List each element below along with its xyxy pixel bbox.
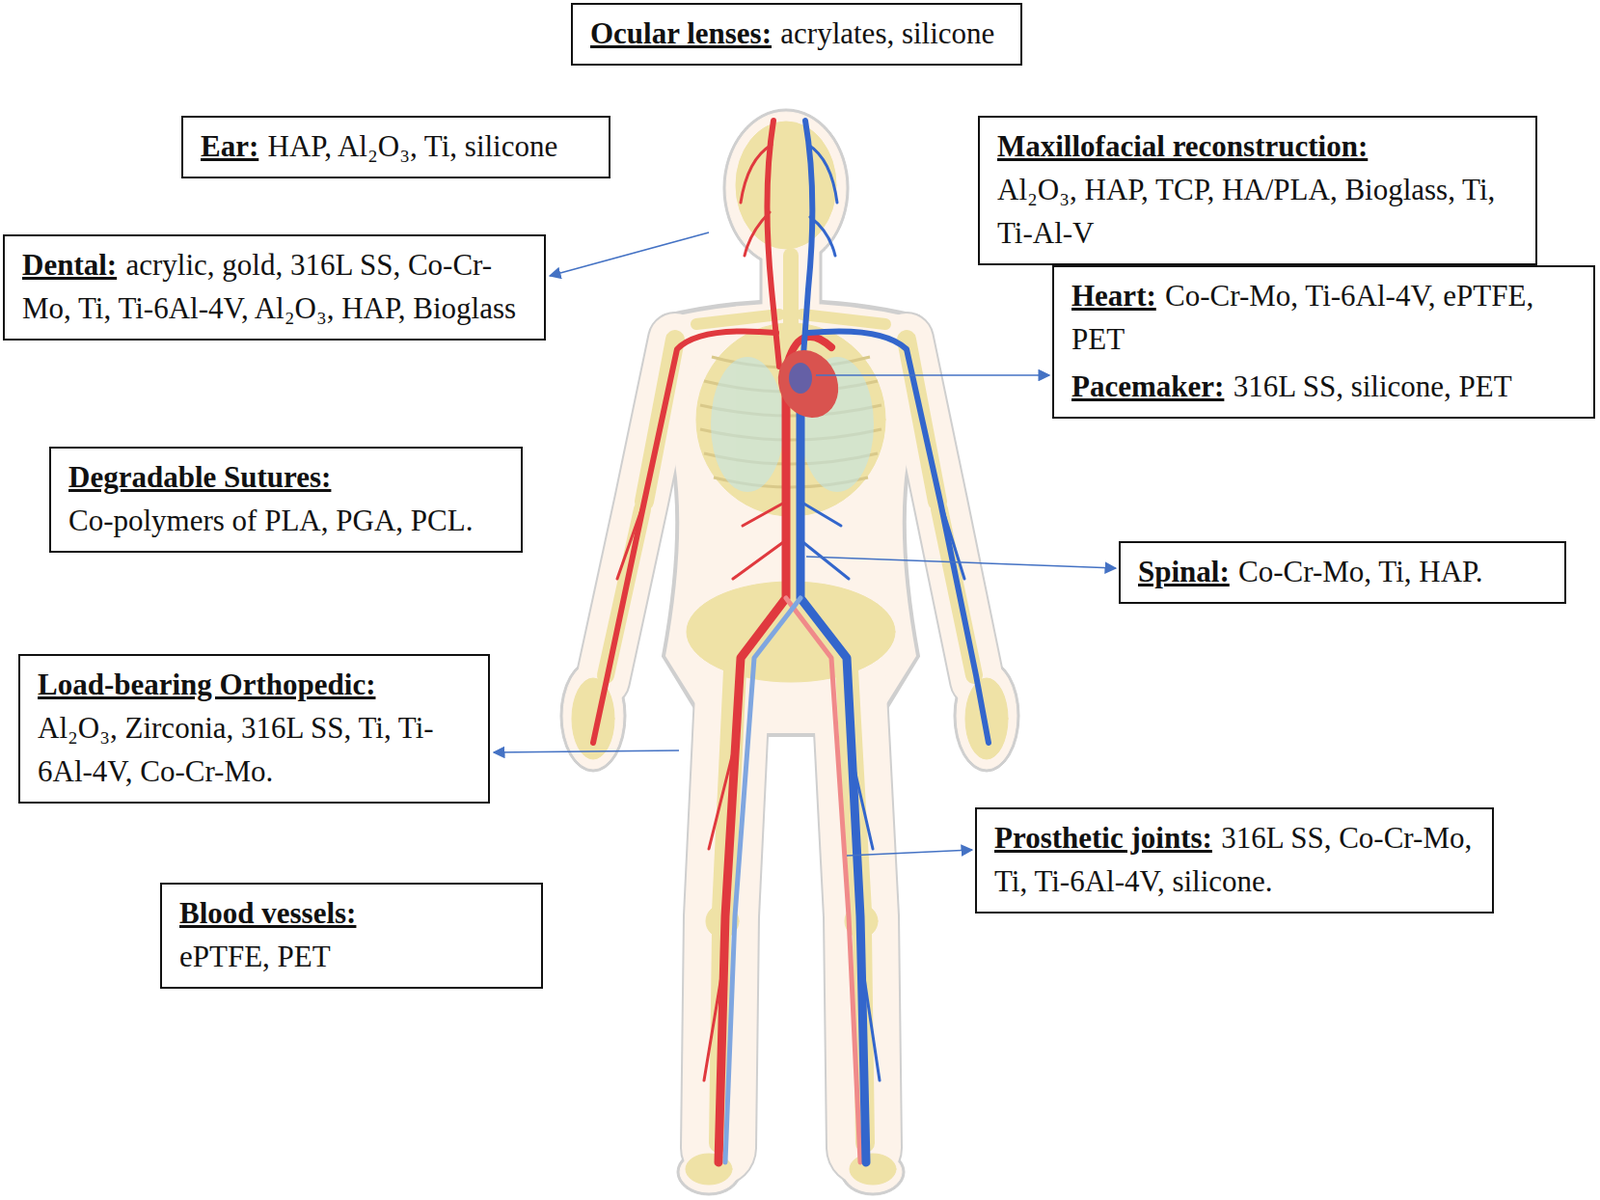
box-heading: Ear: [200,129,259,163]
material-list: acrylates, silicone [780,16,995,51]
leader-arrows [493,232,1116,856]
body-outline [560,108,1020,1195]
heart-organ [767,340,850,429]
text-group: Prosthetic joints:316L SS, Co-Cr-Mo, Ti,… [994,816,1475,904]
box-heading: Spinal: [1138,554,1230,589]
box-heading: Maxillofacial reconstruction: [997,125,1519,169]
body-skin [563,111,1017,1193]
box-heading: Blood vessels: [179,892,524,936]
box-heading: Load-bearing Orthopedic: [37,663,471,707]
text-group: Dental:acrylic, gold, 316L SS, Co-Cr-Mo,… [22,244,527,331]
box-heading: Prosthetic joints: [994,820,1213,855]
material-box: Ocular lenses:acrylates, silicone [570,2,1023,66]
material-box: Ear: HAP, Al₂O₃, Ti, silicone [181,115,611,179]
text-group: Ear: HAP, Al₂O₃, Ti, silicone [200,125,592,169]
text-group: Heart:Co-Cr-Mo, Ti-6Al-4V, ePTFE, PET [1071,274,1576,362]
text-group: Ocular lenses:acrylates, silicone [590,12,1004,56]
material-box: Dental:acrylic, gold, 316L SS, Co-Cr-Mo,… [2,234,546,341]
material-box: Maxillofacial reconstruction:Al₂O₃, HAP,… [977,115,1538,266]
material-box: Prosthetic joints:316L SS, Co-Cr-Mo, Ti,… [975,807,1494,914]
material-box: Degradable Sutures:Co-polymers of PLA, P… [49,446,523,553]
arteries [593,120,861,1163]
material-box: Spinal:Co-Cr-Mo, Ti, HAP. [1118,541,1567,604]
text-group: Degradable Sutures:Co-polymers of PLA, P… [68,456,504,543]
material-box: Heart:Co-Cr-Mo, Ti-6Al-4V, ePTFE, PETPac… [1052,265,1596,419]
material-list: 316L SS, silicone, PET [1233,369,1513,404]
box-heading: Pacemaker: [1071,369,1224,404]
material-box: Load-bearing Orthopedic:Al₂O₃, Zirconia,… [18,653,490,804]
box-heading: Degradable Sutures: [68,456,504,500]
text-group: Maxillofacial reconstruction:Al₂O₃, HAP,… [997,125,1519,256]
box-heading: Dental: [22,247,117,282]
material-list: ePTFE, PET [179,939,331,974]
material-list: Al₂O₃, Zirconia, 316L SS, Ti, Ti-6Al-4V,… [37,710,434,788]
text-group: Blood vessels:ePTFE, PET [179,892,524,979]
text-group: Pacemaker: 316L SS, silicone, PET [1071,365,1576,409]
box-heading: Heart: [1071,278,1157,313]
material-list: Co-Cr-Mo, Ti, HAP. [1238,554,1484,589]
material-list: HAP, Al₂O₃, Ti, silicone [268,129,559,163]
material-list: Al₂O₃, HAP, TCP, HA/PLA, Bioglass, Ti, T… [997,172,1495,250]
box-heading: Ocular lenses: [590,16,772,51]
text-group: Load-bearing Orthopedic:Al₂O₃, Zirconia,… [37,663,471,794]
material-list: Co-polymers of PLA, PGA, PCL. [68,503,473,538]
lungs [710,356,874,492]
text-group: Spinal:Co-Cr-Mo, Ti, HAP. [1138,550,1547,595]
material-box: Blood vessels:ePTFE, PET [160,882,543,989]
skeleton [571,121,1008,1185]
veins [725,120,989,1163]
